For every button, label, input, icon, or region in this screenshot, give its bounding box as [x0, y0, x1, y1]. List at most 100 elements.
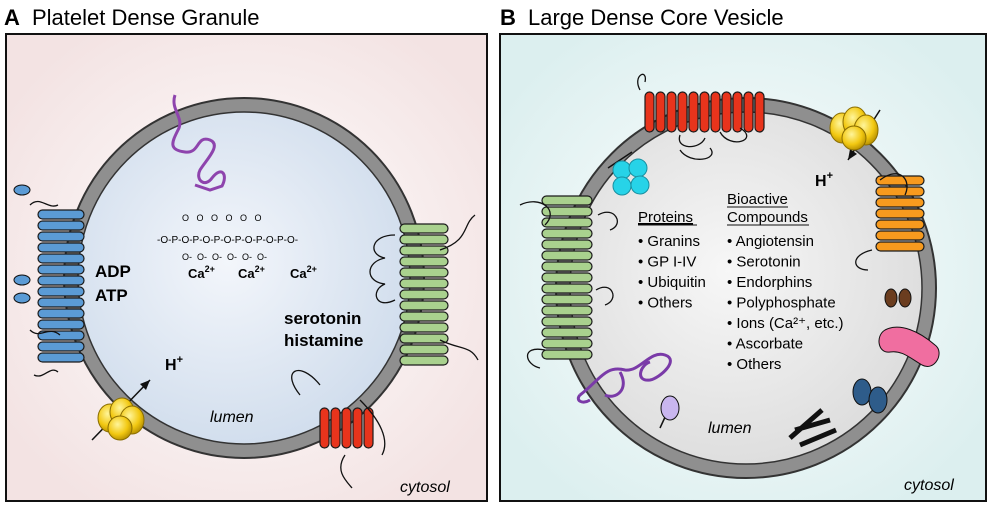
red-helix-b [655, 91, 666, 133]
serotonin-label: serotonin [284, 309, 361, 328]
purple-protein-b [576, 352, 672, 404]
green-helix-b [541, 206, 593, 217]
blue-helix [37, 297, 85, 308]
lumen-a-label: lumen [210, 409, 254, 426]
green-helix-b [541, 261, 593, 272]
orange-helix-b [875, 241, 925, 252]
cytosol-a-label: cytosol [400, 479, 450, 496]
red-helix-b [666, 91, 677, 133]
adp-label: ADP [95, 262, 131, 281]
blue-helix [37, 352, 85, 363]
green-helix-a [399, 311, 449, 322]
blue-helix [37, 286, 85, 297]
red-helix-b [743, 91, 754, 133]
bioactive-heading-1: Bioactive [727, 191, 788, 208]
panel-b-title: Large Dense Core Vesicle [528, 5, 784, 30]
green-helix-b [541, 195, 593, 206]
atpase-a-icon [91, 379, 151, 441]
black-protein-icon [788, 408, 837, 448]
protein-item: • Granins [638, 233, 700, 250]
blue-helix [37, 330, 85, 341]
green-helix-a [399, 278, 449, 289]
blue-helix [37, 264, 85, 275]
green-helix-b [541, 305, 593, 316]
poly-chain: -O-P-O-P-O-P-O-P-O-P-O-P-O- [157, 235, 298, 246]
green-helix-a [399, 289, 449, 300]
lumen-b-label: lumen [708, 420, 752, 437]
red-helix-b [710, 91, 721, 133]
green-helix-a [399, 245, 449, 256]
protein-item: • GP I-IV [638, 254, 696, 271]
red-helix-b [677, 91, 688, 133]
panel-a-letter: A [4, 5, 20, 30]
orange-helix-b [875, 208, 925, 219]
orange-transporter-b [875, 175, 925, 252]
red-helix-a [352, 407, 363, 449]
navy-protein-icon [852, 378, 888, 414]
purple-protein-a [171, 94, 226, 192]
green-helix-b [541, 338, 593, 349]
green-helix-b [541, 239, 593, 250]
green-helix-b [541, 228, 593, 239]
histamine-label: histamine [284, 331, 363, 350]
green-helix-b [541, 250, 593, 261]
blue-helix [37, 231, 85, 242]
panel-a: A Platelet Dense Granule [4, 5, 488, 502]
h-plus-b-label: H+ [815, 170, 833, 190]
blue-helix [37, 209, 85, 220]
green-helix-b [541, 294, 593, 305]
blue-helix [37, 275, 85, 286]
red-helix-a [341, 407, 352, 449]
orange-helix-b [875, 230, 925, 241]
green-helix-a [399, 333, 449, 344]
blue-ligand-icon [13, 184, 31, 196]
red-transporter-a [319, 407, 374, 449]
calcium-1: Ca2+ [188, 264, 215, 281]
green-helix-b [541, 283, 593, 294]
green-helix-b [541, 316, 593, 327]
red-helix-b [644, 91, 655, 133]
green-helix-a [399, 234, 449, 245]
green-helix-b [541, 272, 593, 283]
bioactive-item: • Polyphosphate [727, 295, 836, 312]
red-helix-a [330, 407, 341, 449]
orange-helix-b [875, 186, 925, 197]
orange-helix-b [875, 175, 925, 186]
red-helix-a [363, 407, 374, 449]
protein-item: • Others [638, 295, 692, 312]
green-helix-a [399, 344, 449, 355]
green-helix-a [399, 322, 449, 333]
bioactive-item: • Ions (Ca²⁺, etc.) [727, 315, 844, 332]
poly-top-oxygens: O O O O O O [182, 213, 262, 223]
brown-protein-icon [884, 288, 912, 308]
proteins-heading: Proteins [638, 209, 693, 226]
red-transporter-b [644, 91, 765, 133]
atp-label: ATP [95, 286, 128, 305]
lavender-protein-icon [659, 395, 680, 429]
green-helix-b [541, 217, 593, 228]
calcium-2: Ca2+ [238, 264, 265, 281]
orange-helix-b [875, 219, 925, 230]
green-helix-a [399, 267, 449, 278]
panel-b: B Large Dense Core Vesicle [499, 5, 987, 502]
bioactive-heading-2: Compounds [727, 209, 808, 226]
orange-helix-b [875, 197, 925, 208]
calcium-3: Ca2+ [290, 264, 317, 281]
green-helix-a [399, 300, 449, 311]
blue-helix [37, 341, 85, 352]
poly-bottom-oxygens: O- O- O- O- O- O- [182, 252, 267, 262]
cyan-cluster-icon [607, 151, 650, 196]
red-helix-b [721, 91, 732, 133]
green-helix-a [399, 355, 449, 366]
green-helix-a [399, 256, 449, 267]
bioactive-item: • Angiotensin [727, 233, 814, 250]
panel-b-letter: B [500, 5, 516, 30]
blue-ligand-icon [13, 292, 31, 304]
pink-protein-icon [878, 326, 940, 367]
blue-helix [37, 319, 85, 330]
green-helix-b [541, 349, 593, 360]
blue-helix [37, 220, 85, 231]
polyphosphate-structure: O O O O O O -O-P-O-P-O-P-O-P-O-P-O-P-O- … [157, 213, 317, 281]
